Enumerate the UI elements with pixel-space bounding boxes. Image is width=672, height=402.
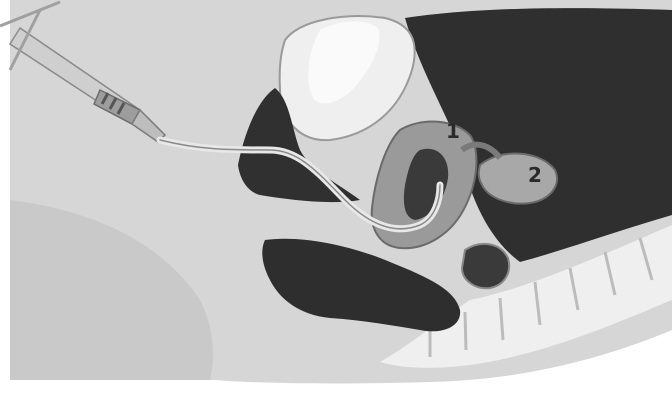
callout-1: 1	[446, 119, 460, 143]
callout-2: 2	[528, 163, 542, 187]
rectum-fold	[462, 244, 509, 288]
